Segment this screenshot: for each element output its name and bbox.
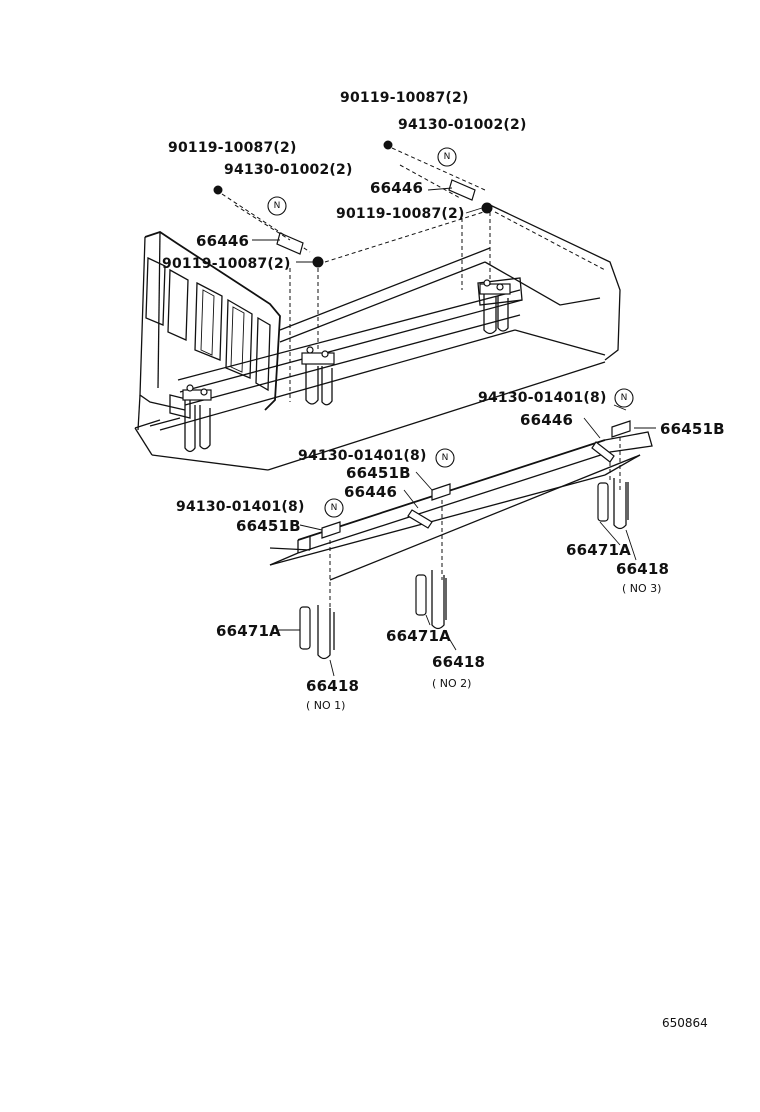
label-plate-frame-right: 66446: [520, 411, 573, 429]
frame-rail: [134, 404, 656, 610]
label-seat-frame-center: 66451B: [346, 464, 411, 482]
top-hardware: [213, 140, 606, 402]
label-bolt-mid-right: 90119-10087(2): [336, 206, 465, 222]
svg-text:N: N: [444, 152, 451, 162]
label-bolt-no2: 66418: [432, 653, 485, 671]
label-plate-top-left: 66446: [196, 232, 249, 250]
note-no3: ( NO 3): [622, 582, 661, 595]
label-nut-frame-center: 94130-01401(8): [298, 448, 427, 464]
n-badge-top-left: N: [267, 196, 287, 216]
svg-text:N: N: [442, 453, 449, 463]
label-plate-frame-center: 66446: [344, 483, 397, 501]
label-seat-frame-left: 66451B: [236, 517, 301, 535]
lower-parts-no2: [415, 570, 457, 651]
label-nut-frame-left: 94130-01401(8): [176, 499, 305, 515]
lower-parts-no1: [276, 605, 335, 677]
lower-parts-no3: [597, 478, 637, 561]
label-bolt-no3: 66418: [616, 560, 669, 578]
bed-ubolt-middle: [301, 346, 335, 406]
label-nut-frame-right: 94130-01401(8): [478, 390, 607, 406]
label-nut-top-right: 94130-01002(2): [398, 117, 527, 133]
label-bolt-top-left: 90119-10087(2): [168, 140, 297, 156]
truck-bed: [134, 204, 621, 471]
label-bolt-top-right: 90119-10087(2): [340, 90, 469, 106]
label-spacer-no2: 66471A: [386, 627, 451, 645]
svg-text:N: N: [621, 393, 628, 403]
diagram-reference-number: 650864: [662, 1016, 708, 1030]
n-badge-top-right: N: [437, 147, 457, 167]
note-no1: ( NO 1): [306, 699, 345, 712]
svg-text:N: N: [331, 503, 338, 513]
label-plate-top-right: 66446: [370, 179, 423, 197]
bed-ubolt-front: [182, 384, 212, 453]
n-badge-frame-left: N: [324, 498, 344, 518]
label-seat-frame-right: 66451B: [660, 420, 725, 438]
label-spacer-no1: 66471A: [216, 622, 281, 640]
n-badge-frame-center: N: [435, 448, 455, 468]
label-spacer-no3: 66471A: [566, 541, 631, 559]
label-nut-top-left: 94130-01002(2): [224, 162, 353, 178]
bed-ubolt-rear: [479, 279, 511, 335]
label-bolt-no1: 66418: [306, 677, 359, 695]
label-bolt-mid-left: 90119-10087(2): [162, 256, 291, 272]
svg-text:N: N: [274, 201, 281, 211]
note-no2: ( NO 2): [432, 677, 471, 690]
n-badge-frame-right: N: [614, 388, 634, 408]
